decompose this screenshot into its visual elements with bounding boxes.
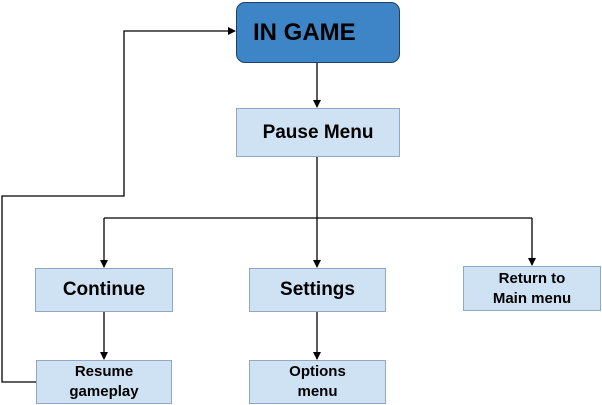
node-resume-gameplay-label: Resume gameplay: [69, 363, 139, 400]
node-settings-label: Settings: [280, 279, 355, 300]
node-in-game-label: IN GAME: [253, 18, 356, 46]
node-pause-menu-label: Pause Menu: [262, 121, 374, 143]
node-continue: Continue: [35, 268, 173, 312]
node-return-to-main-menu-label: Return to Main menu: [492, 269, 572, 307]
connector-resume-loop-to-ingame: [1, 27, 236, 383]
node-pause-menu: Pause Menu: [236, 108, 400, 157]
node-settings: Settings: [249, 268, 386, 312]
node-resume-gameplay: Resume gameplay: [36, 360, 172, 404]
node-in-game: IN GAME: [236, 2, 400, 63]
node-return-to-main-menu: Return to Main menu: [463, 266, 601, 311]
node-options-menu-label: Options menu: [289, 363, 346, 400]
node-options-menu: Options menu: [249, 360, 386, 404]
node-continue-label: Continue: [62, 279, 146, 300]
